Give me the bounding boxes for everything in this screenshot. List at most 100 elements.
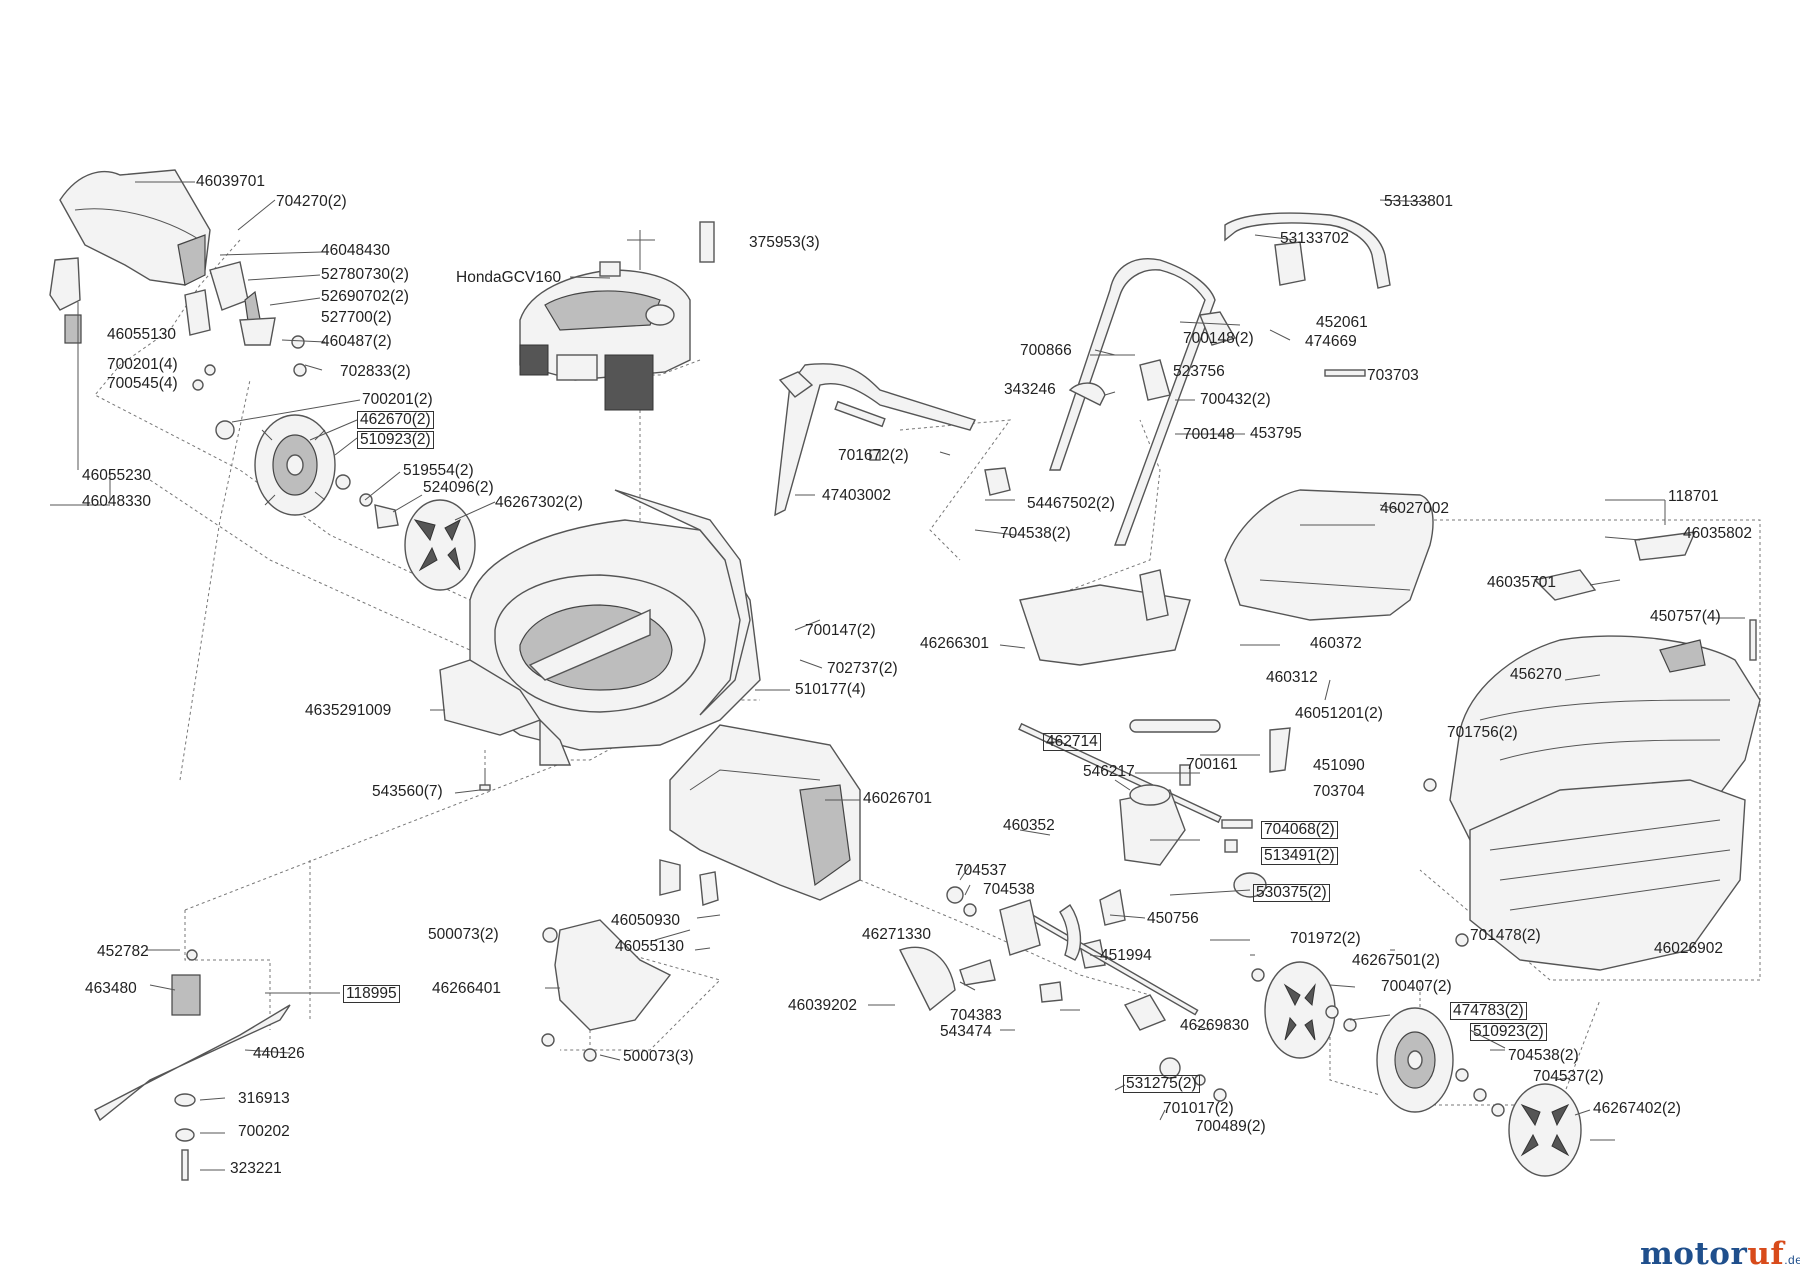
part-label: 451994 [1100, 947, 1152, 964]
part-label: 46051201(2) [1295, 705, 1383, 722]
part-label-boxed: 462714 [1043, 733, 1101, 751]
part-label: 701017(2) [1163, 1100, 1234, 1117]
part-label: 704538 [983, 881, 1035, 898]
logo-tld: .de [1784, 1253, 1800, 1267]
part-label: 460352 [1003, 817, 1055, 834]
part-label: 701972(2) [1290, 930, 1361, 947]
part-label: 46266401 [432, 980, 501, 997]
part-label: 46026902 [1654, 940, 1723, 957]
part-label: 46266301 [920, 635, 989, 652]
part-label-boxed: 530375(2) [1253, 884, 1330, 902]
part-label: 704383 [950, 1007, 1002, 1024]
part-label: 450757(4) [1650, 608, 1721, 625]
part-label: 700432(2) [1200, 391, 1271, 408]
part-label: 46055230 [82, 467, 151, 484]
mower-deck [439, 489, 761, 791]
part-label: 527700(2) [321, 309, 392, 326]
part-label: 323221 [230, 1160, 282, 1177]
blade-assembly [94, 949, 291, 1181]
part-label: 700407(2) [1381, 978, 1452, 995]
part-label: 52780730(2) [321, 266, 409, 283]
part-label: 452061 [1316, 314, 1368, 331]
part-label: 523756 [1173, 363, 1225, 380]
bottom-guard [541, 859, 719, 1062]
part-label: 704537 [955, 862, 1007, 879]
part-label: 53133702 [1280, 230, 1349, 247]
part-label: 702833(2) [340, 363, 411, 380]
part-label: 46027002 [1380, 500, 1449, 517]
part-label: 451090 [1313, 757, 1365, 774]
part-label: 46267501(2) [1352, 952, 1440, 969]
part-label: 500073(3) [623, 1048, 694, 1065]
rear-wheel-left [215, 414, 476, 591]
motoruf-logo: motoruf.de [1640, 1236, 1800, 1272]
discharge-guard [669, 724, 861, 901]
part-label: 543474 [940, 1023, 992, 1040]
part-label: 460372 [1310, 635, 1362, 652]
logo-accent: uf [1747, 1236, 1785, 1272]
part-label: 700148 [1183, 426, 1235, 443]
part-label: 701756(2) [1447, 724, 1518, 741]
part-label: 316913 [238, 1090, 290, 1107]
part-label: 453795 [1250, 425, 1302, 442]
part-label: 700489(2) [1195, 1118, 1266, 1135]
part-label: 500073(2) [428, 926, 499, 943]
grass-catcher [1423, 531, 1761, 971]
part-label: 703704 [1313, 783, 1365, 800]
front-wheels [1251, 961, 1582, 1177]
part-label: 700161 [1186, 756, 1238, 773]
part-label: 53133801 [1384, 193, 1453, 210]
part-label: 46035701 [1487, 574, 1556, 591]
part-label: 54467502(2) [1027, 495, 1115, 512]
part-label: 700866 [1020, 342, 1072, 359]
part-label: 700148(2) [1183, 330, 1254, 347]
part-label: 46048430 [321, 242, 390, 259]
part-label: 704538(2) [1508, 1047, 1579, 1064]
part-label: 704538(2) [1000, 525, 1071, 542]
part-label: 701478(2) [1470, 927, 1541, 944]
part-label: 452782 [97, 943, 149, 960]
part-label-boxed: 704068(2) [1261, 821, 1338, 839]
part-label: 702737(2) [827, 660, 898, 677]
part-label: 700201(4) [107, 356, 178, 373]
logo-main: motor [1640, 1236, 1748, 1272]
drive-gearbox [899, 719, 1291, 1102]
part-label-boxed: 531275(2) [1123, 1075, 1200, 1093]
part-label-boxed: 510923(2) [1470, 1023, 1547, 1041]
part-label: 704537(2) [1533, 1068, 1604, 1085]
part-label: 46039202 [788, 997, 857, 1014]
brackets-left [49, 257, 307, 506]
part-label-boxed: 513491(2) [1261, 847, 1338, 865]
part-label: 700147(2) [805, 622, 876, 639]
part-label: 519554(2) [403, 462, 474, 479]
part-label: 463480 [85, 980, 137, 997]
part-label: 46271330 [862, 926, 931, 943]
part-label: 46267302(2) [495, 494, 583, 511]
part-label: 46048330 [82, 493, 151, 510]
part-label: 460487(2) [321, 333, 392, 350]
part-label: 343246 [1004, 381, 1056, 398]
part-label: 703703 [1367, 367, 1419, 384]
part-label: 375953(3) [749, 234, 820, 251]
part-label: 450756 [1147, 910, 1199, 927]
part-label: 460312 [1266, 669, 1318, 686]
part-label: 46035802 [1683, 525, 1752, 542]
part-label-boxed: 510923(2) [357, 431, 434, 449]
part-label: 46055130 [615, 938, 684, 955]
part-label-boxed: 118995 [343, 985, 400, 1003]
part-label: 46267402(2) [1593, 1100, 1681, 1117]
part-label: 543560(7) [372, 783, 443, 800]
part-label: 46055130 [107, 326, 176, 343]
part-label: 546217 [1083, 763, 1135, 780]
honda-engine [519, 221, 715, 411]
upper-handle [1049, 212, 1391, 546]
part-label: 700202 [238, 1123, 290, 1140]
part-label: 46269830 [1180, 1017, 1249, 1034]
part-label: 46039701 [196, 173, 265, 190]
part-label: 47403002 [822, 487, 891, 504]
part-label: 704270(2) [276, 193, 347, 210]
part-label: 474669 [1305, 333, 1357, 350]
part-label: 524096(2) [423, 479, 494, 496]
